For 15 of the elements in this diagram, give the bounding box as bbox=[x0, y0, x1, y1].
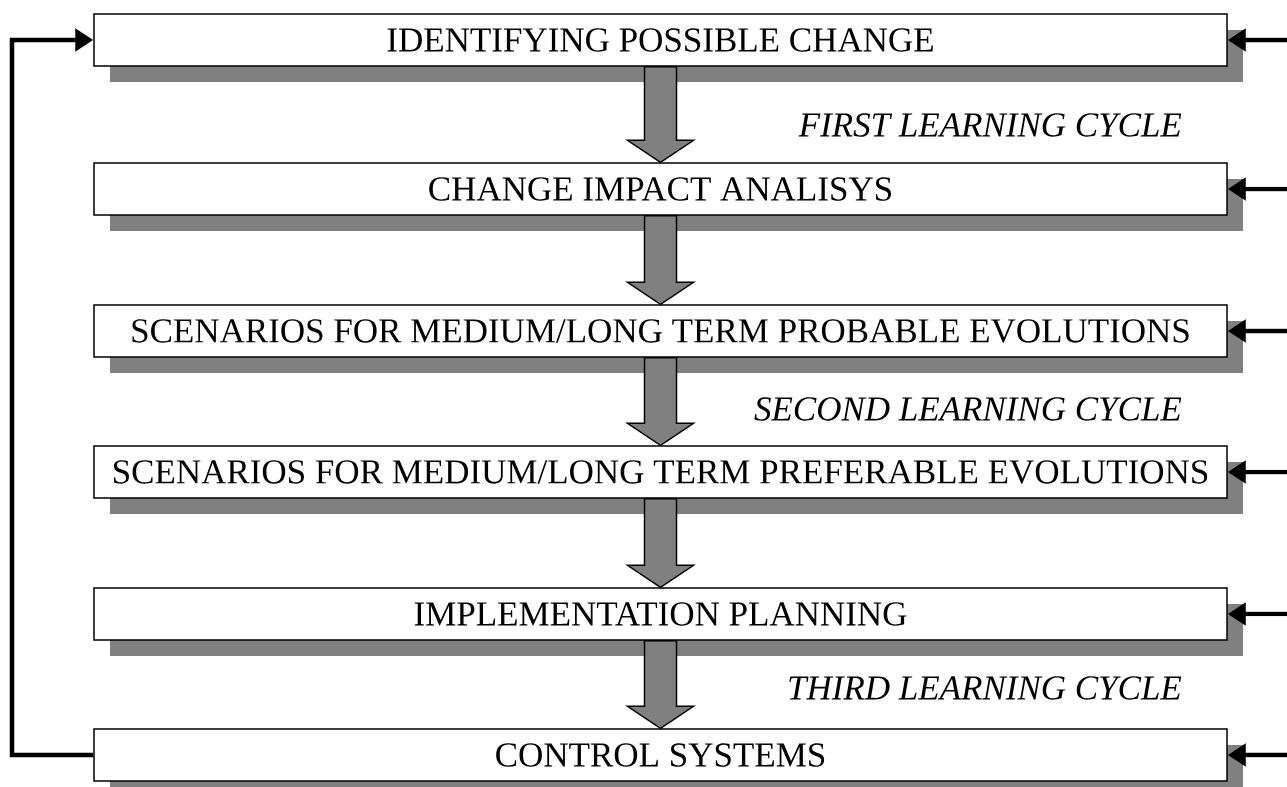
cycle-label: SECOND LEARNING CYCLE bbox=[754, 397, 1182, 421]
block-arrow bbox=[625, 498, 696, 589]
cycle-label: FIRST LEARNING CYCLE bbox=[798, 113, 1182, 137]
block-arrow bbox=[625, 640, 696, 730]
process-box: IMPLEMENTATION PLANNING bbox=[93, 587, 1243, 656]
block-arrow bbox=[625, 66, 696, 164]
process-box: SCENARIOS FOR MEDIUM/LONG TERM PROBABLE EVOLUTIONS bbox=[93, 304, 1243, 373]
process-box: IDENTIFYING POSSIBLE CHANGE bbox=[93, 13, 1243, 82]
cycle-label: THIRD LEARNING CYCLE bbox=[789, 676, 1182, 700]
block-arrow bbox=[625, 357, 696, 447]
process-box: SCENARIOS FOR MEDIUM/LONG TERM PREFERABLE EVOLUTIONS bbox=[93, 445, 1243, 514]
process-box: CHANGE IMPACT ANALISYS bbox=[93, 162, 1243, 231]
block-arrow bbox=[625, 215, 696, 306]
process-box: CONTROL SYSTEMS bbox=[93, 728, 1243, 787]
feedback-arrow bbox=[9, 28, 94, 758]
